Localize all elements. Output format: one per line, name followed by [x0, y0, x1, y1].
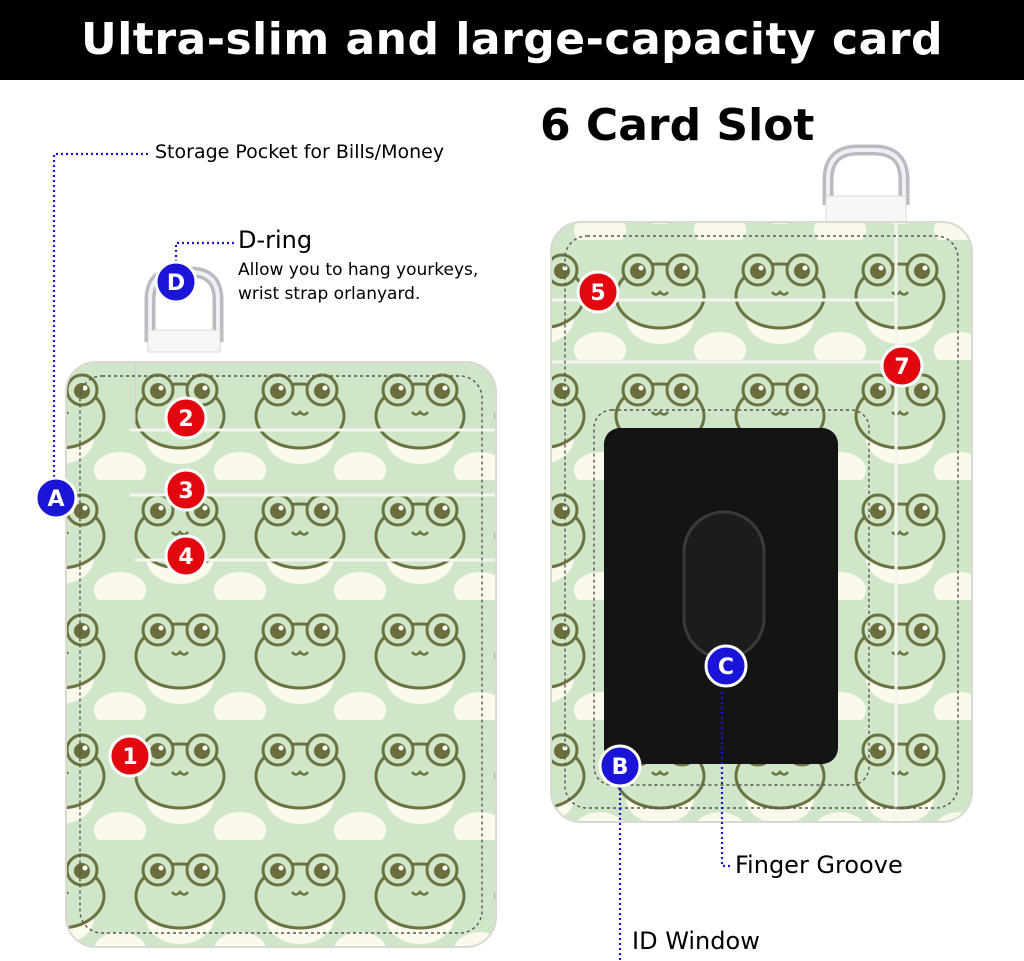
- svg-text:7: 7: [894, 355, 909, 380]
- svg-text:2: 2: [178, 407, 193, 432]
- svg-text:D: D: [167, 271, 185, 296]
- title-banner: Ultra-slim and large-capacity card holde…: [0, 0, 1024, 145]
- marker-d: D: [154, 260, 198, 304]
- marker-c: C: [704, 644, 748, 688]
- left-card-holder: [65, 361, 497, 948]
- card-slot-heading: 6 Card Slot: [540, 100, 815, 151]
- svg-text:B: B: [612, 755, 629, 780]
- svg-text:1: 1: [122, 745, 137, 770]
- marker-slot-1: 1: [108, 734, 152, 778]
- marker-slot-3: 3: [164, 468, 208, 512]
- leader-lines: [52, 152, 730, 961]
- svg-text:4: 4: [178, 545, 193, 570]
- d-ring-title: D-ring: [238, 226, 313, 254]
- finger-groove-label: Finger Groove: [735, 851, 903, 879]
- id-window-label: ID Window: [632, 927, 760, 955]
- marker-slot-4: 4: [164, 534, 208, 578]
- d-ring-description-line-1: Allow you to hang yourkeys,: [238, 260, 479, 280]
- marker-b: B: [598, 744, 642, 788]
- svg-text:C: C: [718, 655, 734, 680]
- d-ring-right: [822, 144, 910, 223]
- right-card-holder: [550, 221, 973, 823]
- marker-slot-2: 2: [164, 396, 208, 440]
- finger-groove: [682, 510, 766, 660]
- svg-text:A: A: [47, 487, 64, 512]
- svg-text:5: 5: [590, 281, 605, 306]
- d-ring-description-line-2: wrist strap orlanyard.: [238, 284, 421, 304]
- marker-slot-5: 5: [576, 270, 620, 314]
- svg-text:3: 3: [178, 479, 193, 504]
- storage-pocket-label: Storage Pocket for Bills/Money: [155, 141, 445, 163]
- marker-slot-7: 7: [880, 344, 924, 388]
- marker-a: A: [34, 476, 78, 520]
